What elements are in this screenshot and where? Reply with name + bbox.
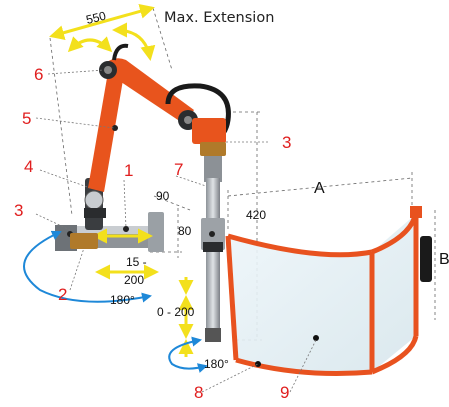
dim-b: B (439, 251, 449, 268)
height-dimension-b: B (434, 210, 449, 320)
pole-rotation-arrow (168, 336, 208, 373)
width-dimension-a: A (227, 172, 413, 230)
dim-550: 550 (85, 8, 108, 27)
callout-7: 7 (174, 160, 183, 179)
callout-3-lower: 3 (14, 201, 23, 220)
callout-9: 9 (280, 383, 289, 402)
vertical-pole (201, 178, 225, 342)
leader-lines (35, 69, 317, 393)
arm-rotation-arrow (67, 36, 113, 53)
dim-90: 90 (156, 189, 170, 203)
callout-8: 8 (194, 383, 203, 402)
clamp-dimensions: 90 80 (150, 189, 192, 258)
arm-rotation-arrow-2 (112, 22, 156, 61)
callout-5: 5 (22, 109, 31, 128)
dim-200: 200 (124, 273, 144, 287)
dim-0-200: 0 - 200 (157, 305, 195, 319)
guard-panel (225, 206, 432, 376)
dim-80: 80 (178, 224, 192, 238)
lower-arm (88, 72, 124, 192)
dim-420: 420 (246, 208, 266, 222)
hose-top (112, 43, 129, 61)
dim-a: A (314, 180, 325, 197)
dim-15: 15 - (126, 255, 147, 269)
title: Max. Extension (164, 10, 274, 26)
callout-1: 1 (124, 161, 133, 180)
clamp-block-lower (70, 233, 98, 249)
callout-6: 6 (34, 65, 43, 84)
deg-180-pole: 180° (204, 357, 229, 371)
clamp-range-dimension: 15 - 200 (95, 255, 159, 287)
base-rotation-arrow (23, 230, 152, 303)
callout-3-upper: 3 (282, 133, 291, 152)
deg-180-base: 180° (110, 293, 135, 307)
callout-2: 2 (58, 285, 67, 304)
pole-travel-dimension: 0 - 200 (157, 277, 195, 357)
callout-4: 4 (24, 157, 33, 176)
max-extension-dimension: 550 (49, 4, 173, 216)
lower-joint (84, 178, 106, 230)
upper-joint (192, 118, 226, 182)
